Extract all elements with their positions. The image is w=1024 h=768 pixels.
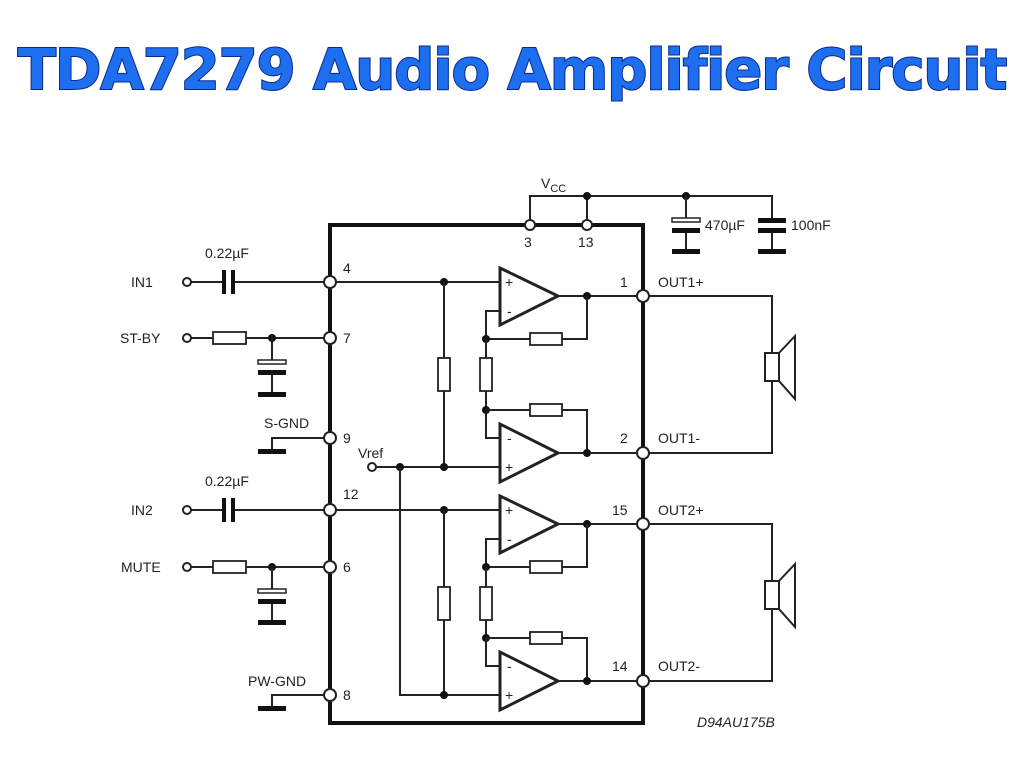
- vcc-label: VCC: [541, 175, 566, 195]
- svg-text:MUTE: MUTE: [121, 559, 161, 575]
- channel-1-bridge: + - - +: [336, 265, 637, 485]
- junction-dot: [583, 192, 591, 200]
- svg-text:7: 7: [343, 330, 351, 346]
- resistor-icon: [437, 586, 451, 621]
- pin-6: [323, 560, 337, 574]
- svg-text:PW-GND: PW-GND: [248, 673, 306, 689]
- terminal: [182, 505, 192, 515]
- input-mute: MUTE 6: [121, 559, 351, 625]
- resistor-icon: [212, 331, 247, 345]
- ground-icon: [258, 392, 286, 397]
- svg-text:+: +: [505, 687, 513, 703]
- resistor-icon: [529, 560, 563, 574]
- svg-text:+: +: [505, 274, 513, 290]
- vref-network: Vref: [358, 445, 500, 696]
- svg-text:470µF: 470µF: [705, 217, 745, 233]
- svg-text:2: 2: [620, 430, 628, 446]
- terminal: [182, 562, 192, 572]
- svg-text:IN2: IN2: [131, 502, 153, 518]
- amplifier-icon: [498, 493, 562, 556]
- svg-text:OUT2-: OUT2-: [658, 658, 700, 674]
- speaker-icon: [764, 561, 796, 630]
- ic-body: [328, 223, 645, 725]
- ground-icon: [672, 249, 700, 254]
- terminal: [182, 277, 192, 287]
- svg-text:1: 1: [620, 274, 628, 290]
- svg-text:15: 15: [612, 502, 628, 518]
- input-stby: ST-BY 7: [120, 330, 351, 397]
- svg-text:6: 6: [343, 559, 351, 575]
- pin-13: [581, 219, 593, 231]
- svg-text:100nF: 100nF: [791, 217, 831, 233]
- ground-icon: [758, 249, 786, 254]
- page-title: TDA7279 Audio Amplifier Circuit: [17, 37, 1009, 104]
- svg-text:-: -: [507, 531, 512, 547]
- speaker-icon: [764, 333, 796, 402]
- amplifier-icon: [498, 421, 562, 485]
- pin-9: [323, 431, 337, 445]
- svg-text:OUT1+: OUT1+: [658, 274, 704, 290]
- output-ch2: 15 OUT2+ 14 OUT2-: [612, 502, 796, 688]
- svg-text:ST-BY: ST-BY: [120, 330, 161, 346]
- svg-text:8: 8: [343, 687, 351, 703]
- input-in1: IN1 0.22µF 4: [131, 245, 351, 294]
- input-sgnd: S-GND 9: [258, 415, 351, 454]
- input-in2: IN2 0.22µF 12: [131, 473, 359, 522]
- resistor-icon: [529, 332, 563, 346]
- pin-15: [636, 517, 650, 531]
- input-pwgnd: PW-GND 8: [248, 673, 351, 711]
- svg-text:Vref: Vref: [358, 445, 383, 461]
- svg-text:-: -: [507, 658, 512, 674]
- ground-icon: [258, 706, 286, 711]
- svg-text:-: -: [507, 303, 512, 319]
- capacitor-icon: [257, 359, 287, 365]
- vref-terminal: [367, 462, 377, 472]
- svg-text:OUT2+: OUT2+: [658, 502, 704, 518]
- pin-3: [524, 219, 536, 231]
- pin-1: [636, 289, 650, 303]
- capacitor-100nf: 100nF: [758, 217, 831, 254]
- pin-2: [636, 446, 650, 460]
- capacitor-icon: [222, 270, 226, 294]
- amplifier-icon: [498, 265, 562, 328]
- pin-4: [323, 275, 337, 289]
- svg-text:S-GND: S-GND: [264, 415, 309, 431]
- resistor-icon: [479, 357, 493, 392]
- svg-text:IN1: IN1: [131, 274, 153, 290]
- resistor-icon: [529, 631, 563, 645]
- ground-icon: [258, 449, 286, 454]
- amplifier-icon: [498, 649, 562, 713]
- pin-label: 13: [578, 234, 594, 250]
- svg-text:+: +: [505, 459, 513, 475]
- output-ch1: 1 OUT1+ 2 OUT1-: [620, 274, 796, 460]
- svg-text:+: +: [505, 502, 513, 518]
- pin-14: [636, 674, 650, 688]
- svg-text:9: 9: [343, 430, 351, 446]
- channel-2-bridge: + - - +: [336, 493, 637, 713]
- svg-text:4: 4: [343, 260, 351, 276]
- svg-text:0.22µF: 0.22µF: [205, 245, 249, 261]
- svg-text:0.22µF: 0.22µF: [205, 473, 249, 489]
- resistor-icon: [437, 357, 451, 392]
- ground-icon: [258, 620, 286, 625]
- capacitor-icon: [222, 498, 226, 522]
- svg-text:12: 12: [343, 486, 359, 502]
- drawing-code: D94AU175B: [697, 714, 775, 730]
- terminal: [182, 333, 192, 343]
- resistor-icon: [529, 403, 563, 417]
- pin-7: [323, 331, 337, 345]
- pin-label: 3: [524, 234, 532, 250]
- capacitor-icon: [257, 588, 287, 594]
- vcc-rail: VCC 3 13: [524, 175, 773, 250]
- resistor-icon: [479, 586, 493, 621]
- resistor-icon: [212, 560, 247, 574]
- svg-text:14: 14: [612, 658, 628, 674]
- svg-text:OUT1-: OUT1-: [658, 430, 700, 446]
- capacitor-470uf: 470µF: [671, 196, 745, 254]
- pin-12: [323, 503, 337, 517]
- pin-8: [323, 688, 337, 702]
- svg-text:-: -: [507, 430, 512, 446]
